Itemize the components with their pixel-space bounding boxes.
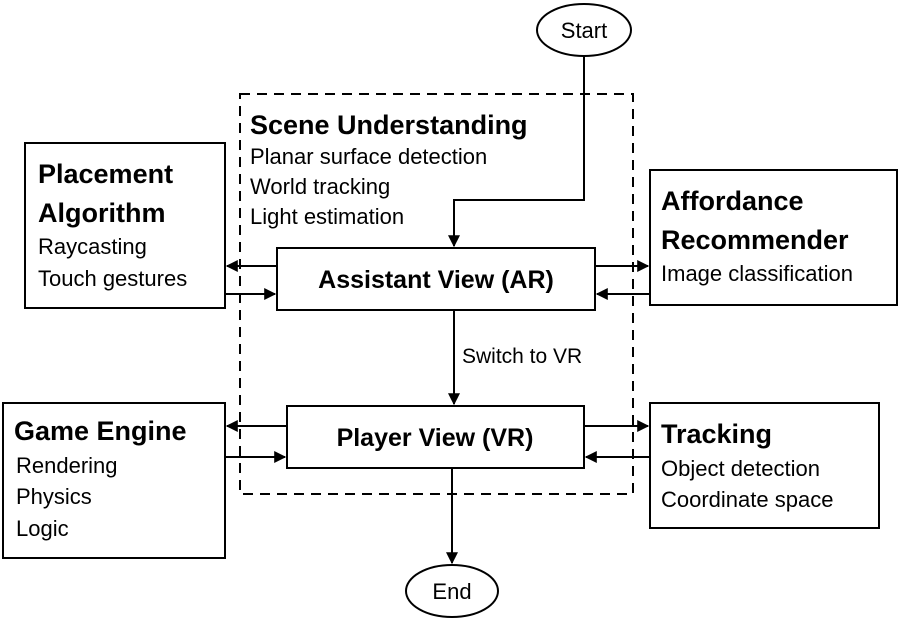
placement-item: Raycasting: [38, 234, 147, 259]
placement-algorithm-box: [24, 142, 226, 309]
player-view-box: [286, 405, 585, 469]
arrow-start-to-assistant: [448, 56, 585, 248]
placement-algorithm-title: Algorithm: [38, 198, 166, 228]
tracking-item: Coordinate space: [661, 487, 833, 512]
scene-understanding-title: Scene Understanding: [250, 110, 528, 140]
game-engine-title: Game Engine: [14, 416, 187, 446]
scene-item: Light estimation: [250, 204, 404, 229]
start-label: Start: [561, 18, 607, 43]
switch-to-vr-label: Switch to VR: [462, 345, 582, 368]
game-engine-item: Physics: [16, 484, 92, 509]
tracking-item: Object detection: [661, 456, 820, 481]
placement-algorithm-title: Placement: [38, 159, 173, 189]
tracking-title: Tracking: [661, 419, 772, 449]
affordance-recommender-title: Recommender: [661, 225, 849, 255]
player-view-label: Player View (VR): [337, 424, 534, 452]
affordance-recommender-box: [649, 169, 898, 306]
game-engine-box: [2, 402, 226, 559]
assistant-view-label: Assistant View (AR): [318, 266, 554, 294]
tracking-box: [649, 402, 880, 529]
end-node: [405, 564, 499, 618]
affordance-item: Image classification: [661, 261, 853, 286]
end-label: End: [432, 579, 471, 604]
placement-item: Touch gestures: [38, 266, 187, 291]
game-engine-item: Logic: [16, 516, 69, 541]
scene-item: Planar surface detection: [250, 144, 487, 169]
assistant-view-box: [276, 247, 596, 311]
affordance-recommender-title: Affordance: [661, 186, 804, 216]
game-engine-item: Rendering: [16, 453, 118, 478]
scene-item: World tracking: [250, 174, 390, 199]
